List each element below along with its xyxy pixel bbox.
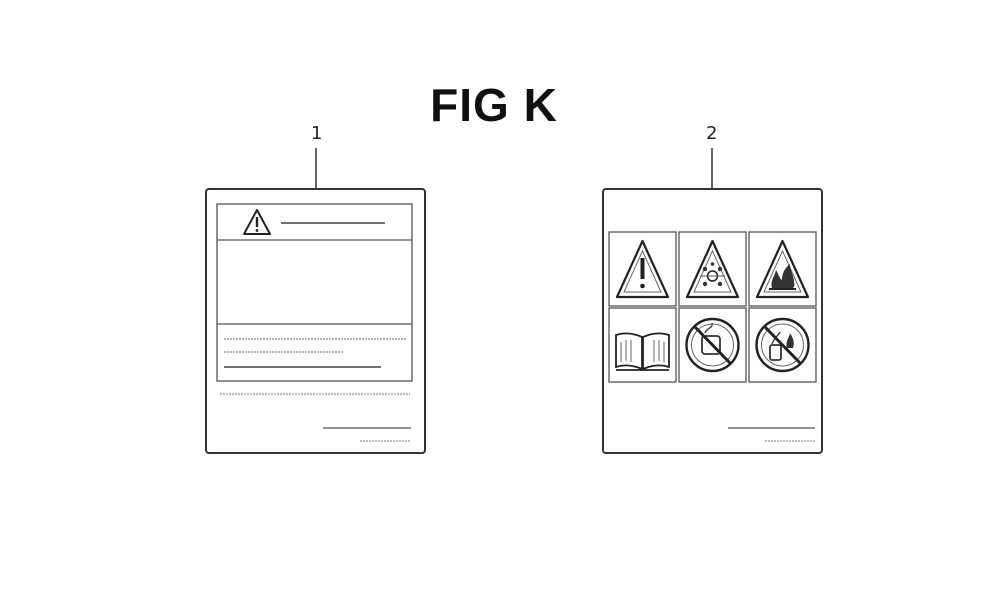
callout-number-2: 2 [706,123,718,144]
decal-1-outline [205,188,426,454]
fire-hazard-icon [755,239,810,299]
decal-1-inner-frame [216,203,413,382]
figure-title: FIG K [430,79,558,131]
pictogram-decal-label-2 [602,188,823,454]
no-smoking-icon [685,317,740,373]
warning-triangle-icon [243,209,271,235]
warning-decal-label-1 [205,188,426,454]
no-open-flame-icon [755,317,810,373]
explosion-hazard-icon [685,239,740,299]
callout-number-1: 1 [311,123,323,144]
warning-exclamation-icon [615,239,670,299]
read-manual-icon [615,332,670,371]
